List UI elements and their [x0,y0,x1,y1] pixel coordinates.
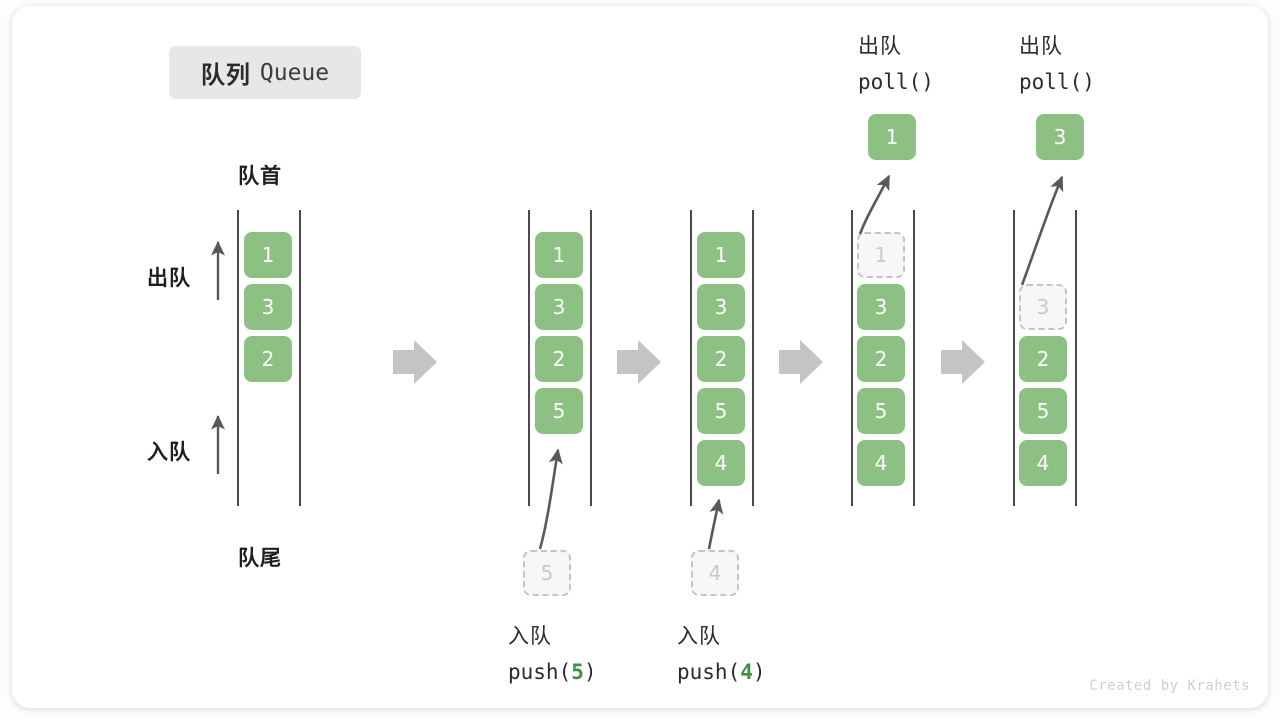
queue-item: 2 [535,336,583,382]
rail-right [752,210,754,506]
push-4-fn-end: ) [752,660,766,684]
rail-right [299,210,301,506]
top-label-poll-1: 出队 poll() [858,28,934,100]
rail-left [851,210,853,506]
queue-item: 4 [857,440,905,486]
queue-item: 3 [857,284,905,330]
rail-left [1013,210,1015,506]
rail-right [590,210,592,506]
bottom-label-push-4: 入队 push(4) [677,618,766,690]
bottom-label-push-4-cn: 入队 [677,624,721,648]
popped-box: 3 [1036,114,1084,160]
ghost-box: 5 [523,550,571,596]
title-cn: 队列 [200,61,251,89]
diagram-card [12,6,1268,708]
ghost-box: 4 [691,550,739,596]
popped-box: 1 [868,114,916,160]
queue-item: 3 [244,284,292,330]
push-5-arg: 5 [571,660,584,684]
top-label-poll-3-code: poll() [1019,70,1095,94]
queue-item: 5 [697,388,745,434]
queue-item: 3 [697,284,745,330]
queue-item: 4 [1019,440,1067,486]
bottom-label-push-5-cn: 入队 [508,624,552,648]
bottom-label-push-5: 入队 push(5) [508,618,597,690]
bottom-label-push-4-code: push(4) [677,654,766,690]
queue-item: 1 [535,232,583,278]
top-label-poll-1-code: poll() [858,70,934,94]
title-badge: 队列 Queue [169,46,361,99]
queue-item: 2 [697,336,745,382]
push-4-arg: 4 [740,660,753,684]
queue-head-label: 队首 [238,164,282,188]
queue-item: 5 [857,388,905,434]
rail-left [690,210,692,506]
queue-item: 2 [1019,336,1067,382]
ghost-box: 1 [857,232,905,278]
push-5-fn-end: ) [583,660,597,684]
queue-item-new: 5 [535,388,583,434]
queue-item-new: 4 [697,440,745,486]
ghost-box: 3 [1019,284,1067,330]
queue-tail-label: 队尾 [238,546,282,570]
push-4-fn: push( [677,660,741,684]
queue-item: 2 [857,336,905,382]
top-label-poll-3-cn: 出队 [1019,34,1063,58]
rail-right [913,210,915,506]
rail-right [1075,210,1077,506]
watermark: Created by Krahets [1089,678,1250,694]
bottom-label-push-5-code: push(5) [508,654,597,690]
queue-item: 5 [1019,388,1067,434]
title-en: Queue [259,59,330,86]
top-label-poll-1-cn: 出队 [858,34,902,58]
push-5-fn: push( [508,660,572,684]
queue-item: 2 [244,336,292,382]
top-label-poll-3: 出队 poll() [1019,28,1095,100]
enqueue-direction-label: 入队 [147,440,191,464]
queue-item: 1 [244,232,292,278]
rail-left [237,210,239,506]
queue-item: 1 [697,232,745,278]
dequeue-direction-label: 出队 [147,266,191,290]
queue-item: 3 [535,284,583,330]
rail-left [528,210,530,506]
